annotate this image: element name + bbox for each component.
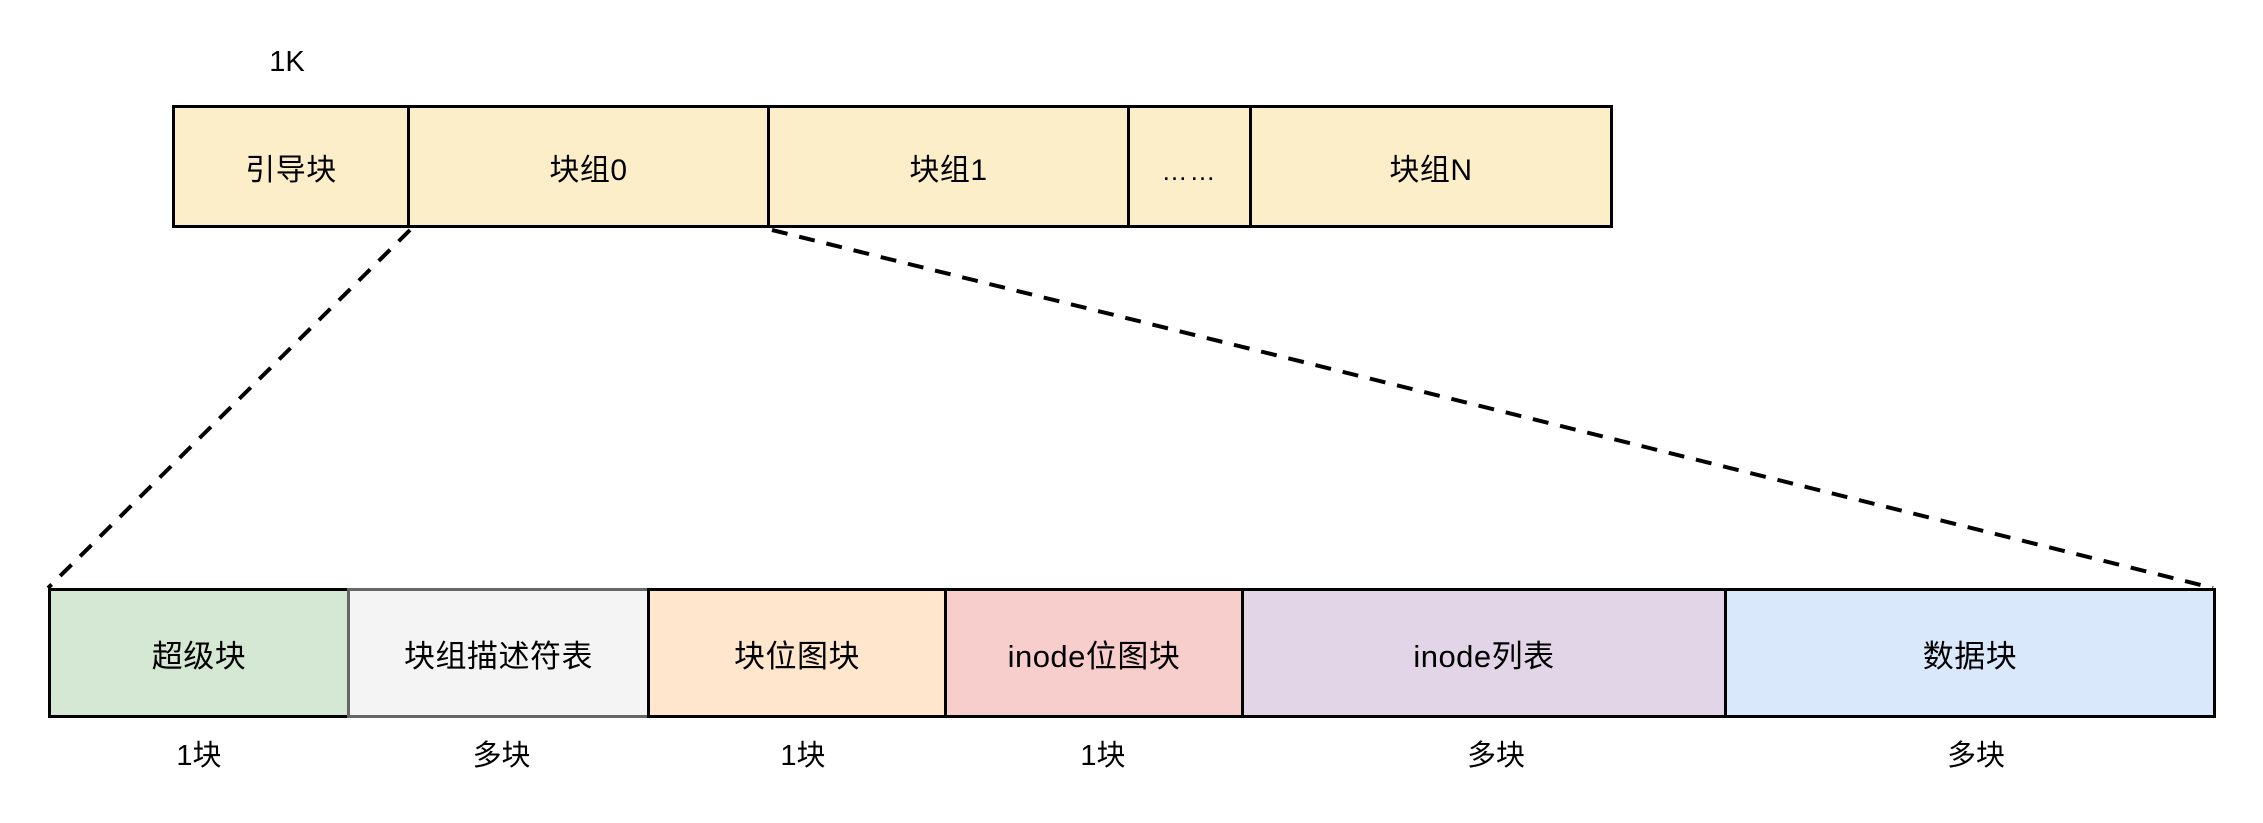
size-label-inode-table: 多块 (1466, 740, 1525, 772)
group-segment-label: inode位图块 (1007, 638, 1181, 674)
disk-cell-block-group-n[interactable]: 块组N (1252, 108, 1610, 225)
group-segment-superblock[interactable]: 超级块 (48, 588, 350, 718)
disk-layout-bar: 引导块 块组0 块组1 …… 块组N (172, 105, 1613, 228)
group-segment-inode-table[interactable]: inode列表 (1241, 588, 1727, 718)
size-label-superblock: 1块 (176, 740, 222, 772)
disk-cell-block-group-1[interactable]: 块组1 (770, 108, 1130, 225)
group-segment-inode-bitmap[interactable]: inode位图块 (944, 588, 1244, 718)
disk-cell-label: 引导块 (245, 153, 337, 187)
disk-cell-boot-block[interactable]: 引导块 (175, 108, 410, 225)
group-segment-label: 块位图块 (734, 638, 860, 674)
group-segment-label: 超级块 (151, 638, 247, 674)
size-label-block-bitmap: 1块 (780, 740, 826, 772)
group-segment-label: inode列表 (1413, 638, 1555, 674)
group-segment-group-descriptor-table[interactable]: 块组描述符表 (347, 588, 650, 718)
group-segment-data-blocks[interactable]: 数据块 (1724, 588, 2216, 718)
ellipsis-label: …… (1161, 155, 1218, 186)
disk-cell-block-group-0[interactable]: 块组0 (410, 108, 770, 225)
size-label-data-blocks: 多块 (1946, 740, 2005, 772)
group-segment-label: 数据块 (1922, 638, 2018, 674)
disk-cell-label: 块组1 (909, 153, 988, 187)
disk-cell-label: 块组0 (549, 153, 628, 187)
group-segment-label: 块组描述符表 (404, 638, 593, 674)
size-label-group-descriptor-table: 多块 (472, 740, 531, 772)
size-label-inode-bitmap: 1块 (1080, 740, 1126, 772)
disk-cell-label: 块组N (1389, 153, 1473, 187)
right-expand-line (771, 228, 2214, 590)
group-segment-block-bitmap[interactable]: 块位图块 (647, 588, 947, 718)
disk-cell-ellipsis: …… (1130, 108, 1252, 225)
left-expand-line (46, 228, 412, 590)
block-group-size-labels: 1块 多块 1块 1块 多块 多块 (48, 728, 2213, 778)
boot-block-size-caption: 1K (269, 46, 305, 78)
block-group-detail-bar: 超级块 块组描述符表 块位图块 inode位图块 inode列表 数据块 (48, 588, 2216, 718)
